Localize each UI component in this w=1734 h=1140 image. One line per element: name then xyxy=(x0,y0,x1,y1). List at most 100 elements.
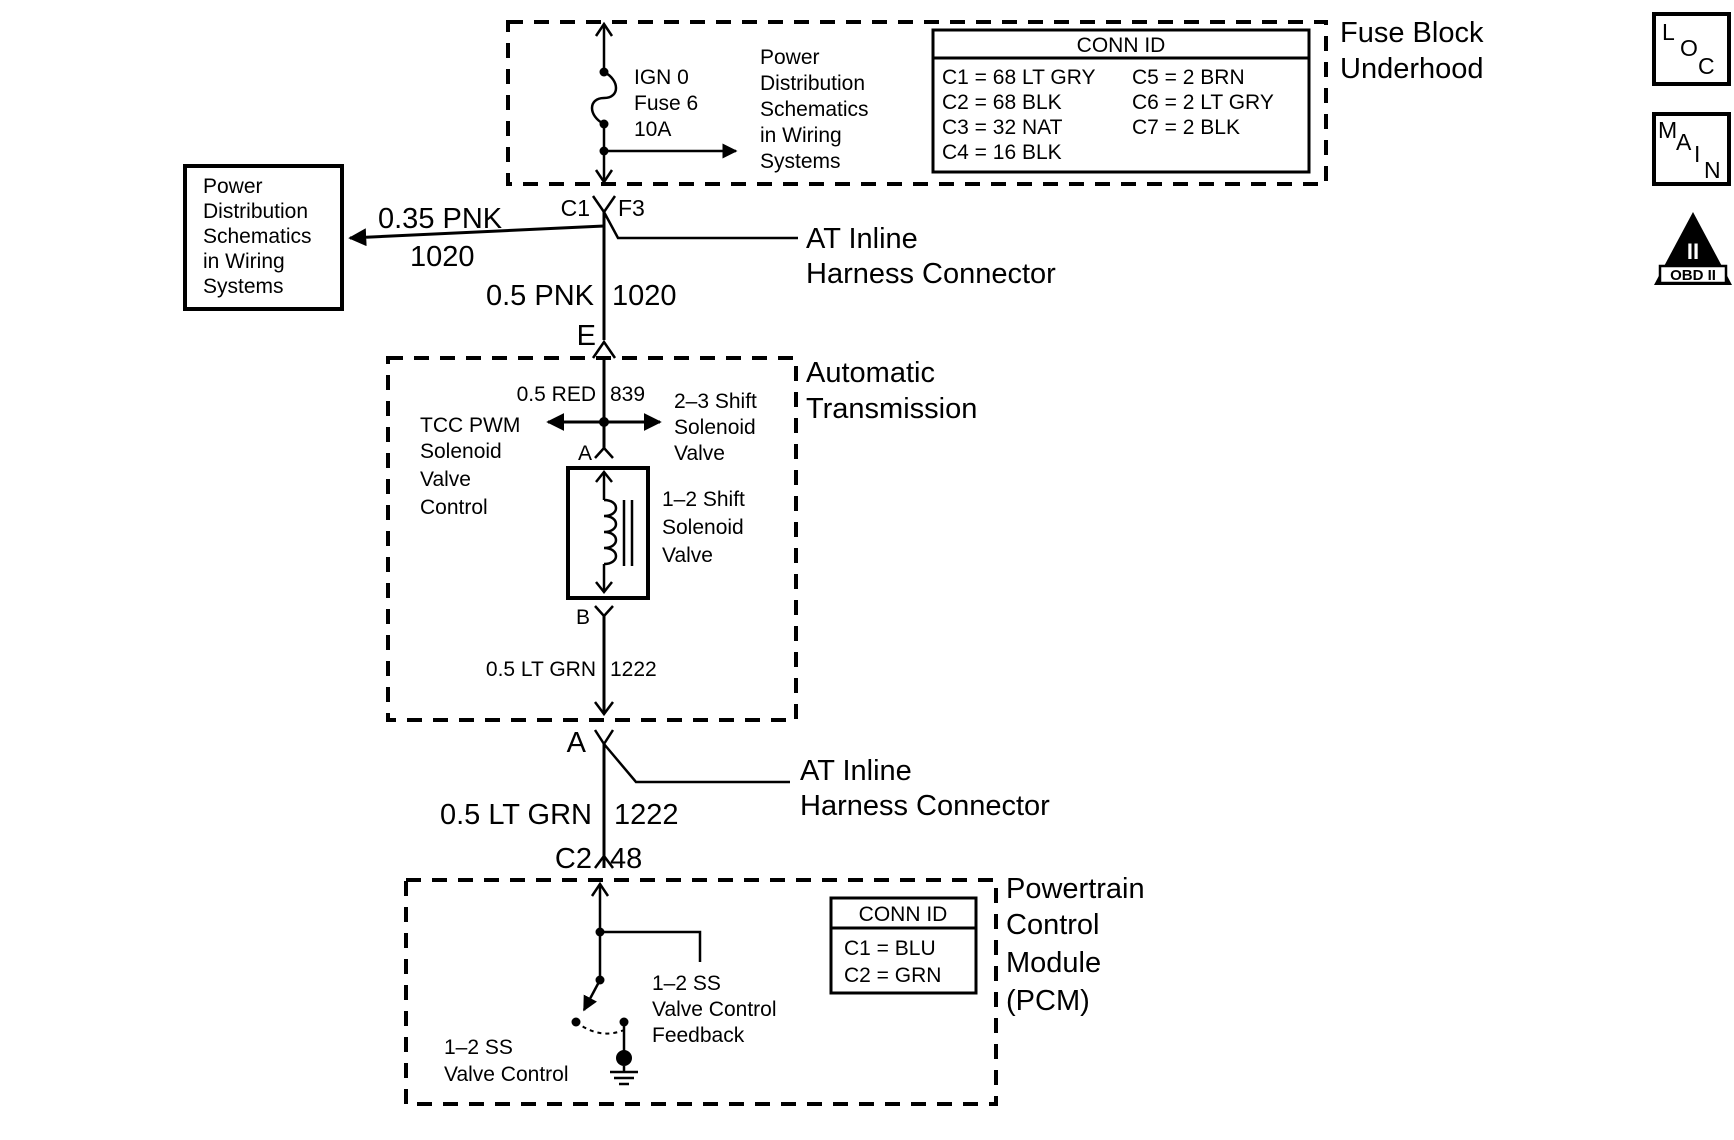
fuse-block-connector-c1: C1 F3 xyxy=(348,195,798,359)
pcm-connector-c2-label: C2 xyxy=(555,843,592,875)
fuse-block-label-line2: Underhood xyxy=(1340,53,1484,85)
pcm-label-2: Control xyxy=(1006,909,1100,941)
ground-icon xyxy=(610,1066,638,1086)
conn-c3: C3 = 32 NAT xyxy=(942,116,1063,139)
fuse-block-boundary xyxy=(506,20,1328,186)
shift-12-label-1: 1–2 Shift xyxy=(662,488,745,511)
wire-05-lt-grn-label: 0.5 LT GRN xyxy=(440,799,592,831)
circuit-1020-left-label: 1020 xyxy=(410,241,475,273)
connector-c1-symbol xyxy=(591,195,617,215)
shift-23-label-3: Valve xyxy=(674,442,725,465)
solenoid-coil xyxy=(603,498,618,566)
power-ref-line4: in Wiring xyxy=(203,250,285,273)
transmission-label-line2: Transmission xyxy=(806,393,977,425)
circuit-1222-label: 1222 xyxy=(614,799,679,831)
loc-letter-l: L xyxy=(1662,19,1675,45)
pcm-internal-tick xyxy=(590,881,610,897)
fuse-conn-id-table: CONN ID C1 = 68 LT GRY C2 = 68 BLK C3 = … xyxy=(931,28,1311,174)
inline-bottom-label-line1: AT Inline xyxy=(800,755,912,787)
wire-05-red-label: 0.5 RED xyxy=(517,383,596,406)
pcm-control-label-2: Valve Control xyxy=(444,1063,569,1086)
inline-connector-bottom: A AT Inline Harness Connector 0.5 LT GRN… xyxy=(440,727,1050,875)
fuse-power-ref-5: Systems xyxy=(760,150,841,173)
pcm-feedback-label-3: Feedback xyxy=(652,1024,745,1047)
obd-text: OBD II xyxy=(1670,267,1716,284)
tcc-label-2: Solenoid xyxy=(420,440,502,463)
inline-bottom-label-line2: Harness Connector xyxy=(800,790,1050,822)
loc-symbol-icon[interactable]: L O C xyxy=(1652,12,1731,86)
fuse-power-ref-1: Power xyxy=(760,46,820,69)
main-letter-a: A xyxy=(1676,129,1692,155)
power-distribution-ref-box: Power Distribution Schematics in Wiring … xyxy=(183,164,344,311)
pcm-feedback-wire xyxy=(600,930,702,962)
pcm-feedback-label-2: Valve Control xyxy=(652,998,777,1021)
main-symbol-icon[interactable]: M A I N xyxy=(1652,112,1731,186)
wire-05-pnk-label: 0.5 PNK xyxy=(486,280,595,312)
conn-c1: C1 = 68 LT GRY xyxy=(942,66,1096,89)
tcc-label-3: Valve xyxy=(420,468,471,491)
power-ref-line2: Distribution xyxy=(203,200,308,223)
fuse-label-number: Fuse 6 xyxy=(634,92,698,115)
pcm-conn-id-title: CONN ID xyxy=(859,903,948,926)
pcm-terminal-48-label: 48 xyxy=(610,843,642,875)
shift-23-label-1: 2–3 Shift xyxy=(674,390,757,413)
obd-ii-icon[interactable]: II OBD II xyxy=(1654,212,1732,285)
tcc-label-1: TCC PWM xyxy=(420,414,520,437)
pin-a-label: A xyxy=(578,442,592,465)
pcm-control-label-1: 1–2 SS xyxy=(444,1036,513,1059)
inline-connector-bottom-leader xyxy=(603,743,790,784)
inline-connector-top-leader xyxy=(602,211,798,240)
fuse-power-ref-4: in Wiring xyxy=(760,124,842,147)
loc-letter-o: O xyxy=(1680,35,1698,61)
pcm-label-3: Module xyxy=(1006,947,1101,979)
conn-c5: C5 = 2 BRN xyxy=(1132,66,1245,89)
fuse-label-rating: 10A xyxy=(634,118,671,141)
inline-top-label-line2: Harness Connector xyxy=(806,258,1056,290)
tcc-label-4: Control xyxy=(420,496,488,519)
shift-12-label-2: Solenoid xyxy=(662,516,744,539)
fuse-symbol xyxy=(590,70,618,126)
automatic-transmission: Automatic Transmission 0.5 RED 839 TCC P… xyxy=(386,356,977,722)
conn-c7: C7 = 2 BLK xyxy=(1132,116,1240,139)
circuit-839-label: 839 xyxy=(610,383,645,406)
conn-c6: C6 = 2 LT GRY xyxy=(1132,91,1274,114)
pcm-conn-id-table: CONN ID C1 = BLU C2 = GRN xyxy=(829,896,978,995)
fuse-conn-id-title: CONN ID xyxy=(1077,34,1166,57)
shift-12-solenoid xyxy=(566,466,650,600)
powertrain-control-module: Powertrain Control Module (PCM) 1–2 SS V… xyxy=(404,873,1145,1106)
conn-c4: C4 = 16 BLK xyxy=(942,141,1062,164)
pcm-ground-node xyxy=(616,1050,632,1066)
power-ref-line3: Schematics xyxy=(203,225,312,248)
terminal-a-label: A xyxy=(567,727,587,759)
pcm-switch-dashed-link xyxy=(575,1021,625,1035)
main-letter-i: I xyxy=(1694,141,1700,167)
fuse-block-label-line1: Fuse Block xyxy=(1340,17,1484,49)
circuit-1020-label: 1020 xyxy=(612,280,677,312)
wire-pnk-to-left xyxy=(348,224,605,247)
terminal-a-symbol xyxy=(593,729,615,747)
pin-b-label: B xyxy=(576,606,590,629)
pcm-entry-symbol xyxy=(594,853,614,869)
connector-c1-label: C1 xyxy=(561,195,590,221)
shift-23-label-2: Solenoid xyxy=(674,416,756,439)
pin-b-symbol xyxy=(594,605,614,618)
inline-top-label-line1: AT Inline xyxy=(806,223,918,255)
fuse-tick-top xyxy=(594,21,614,37)
transmission-label-line1: Automatic xyxy=(806,357,935,389)
terminal-e-symbol xyxy=(591,339,617,359)
wire-035-pnk-label: 0.35 PNK xyxy=(378,203,503,235)
obd-numeral: II xyxy=(1687,239,1699,264)
pcm-conn-c2: C2 = GRN xyxy=(844,964,941,987)
transmission-exit-arrow xyxy=(594,701,614,717)
terminal-f3-label: F3 xyxy=(618,195,645,221)
fuse-power-ref-3: Schematics xyxy=(760,98,869,121)
fuse-power-ref-2: Distribution xyxy=(760,72,865,95)
wire-05-lt-grn-inner-label: 0.5 LT GRN xyxy=(486,658,596,681)
circuit-1222-inner-label: 1222 xyxy=(610,658,657,681)
fuse-block-underhood: Fuse Block Underhood IGN 0 Fuse 6 10A Po… xyxy=(506,17,1484,186)
pcm-label-4: (PCM) xyxy=(1006,985,1090,1017)
pin-a-symbol xyxy=(594,446,614,459)
pcm-feedback-label-1: 1–2 SS xyxy=(652,972,721,995)
conn-c2: C2 = 68 BLK xyxy=(942,91,1062,114)
